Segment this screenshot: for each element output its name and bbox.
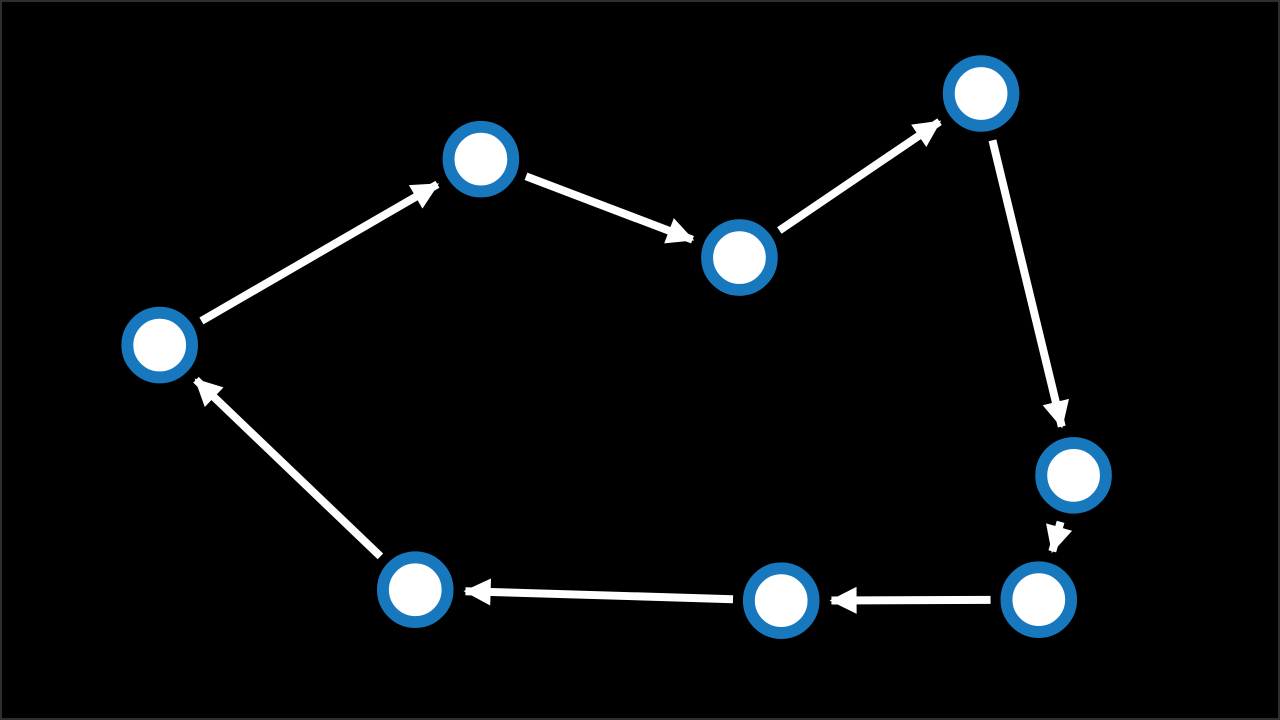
node-top-right [942,55,1020,132]
node-left [121,306,198,384]
node-bottom-left [376,551,454,629]
edge-arrow-n5-to-n6 [1046,520,1073,554]
edge-arrow-n3-to-n4 [777,118,942,234]
edge-arrow-n7-to-n8 [463,578,734,606]
node-bottom-middle [742,562,820,639]
node-upper-left [442,120,520,198]
node-bottom-right [1000,561,1078,638]
node-right [1035,437,1112,514]
edge-arrow-n1-to-n2 [199,180,440,325]
edge-arrow-n6-to-n7 [829,586,991,614]
nodes-layer [121,55,1112,639]
node-upper-middle [701,219,778,296]
edge-arrow-n4-to-n5 [988,139,1069,429]
edge-arrow-n8-to-n1 [193,376,384,560]
edge-arrow-n2-to-n3 [524,172,695,244]
edges-layer [193,118,1073,614]
